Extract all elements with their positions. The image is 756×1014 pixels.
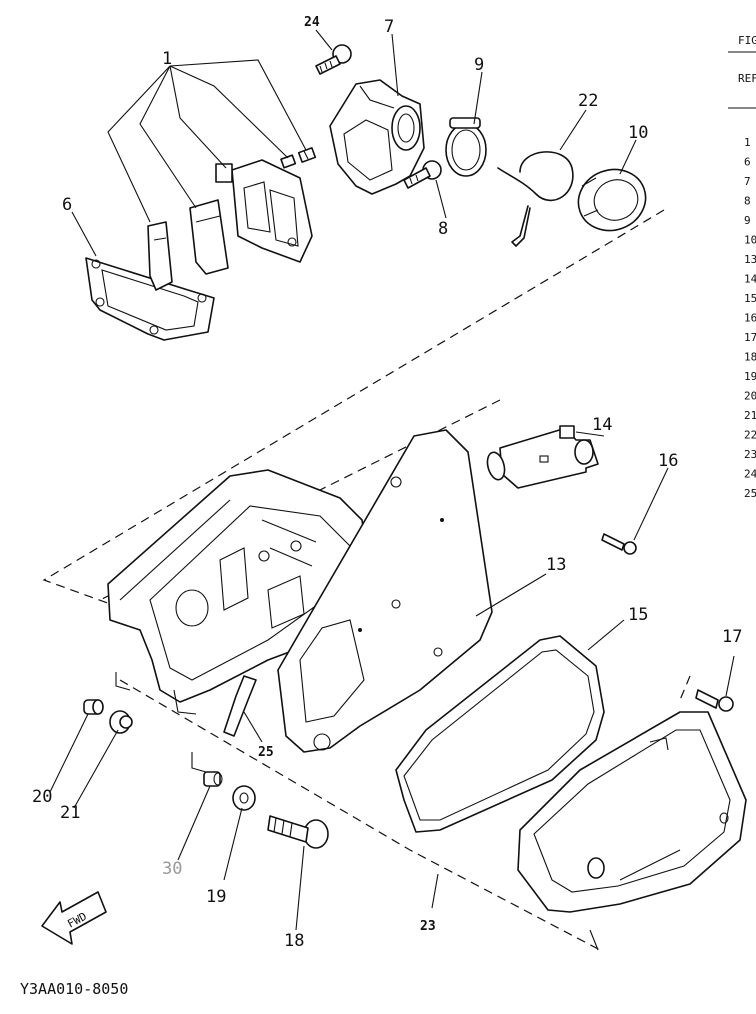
reed-petal-left [147, 221, 173, 291]
callout-19: 19 [206, 887, 226, 907]
table-row: 14 [744, 273, 756, 286]
intake-manifold-7 [329, 79, 425, 195]
table-row: 19 [744, 370, 756, 383]
table-row: 24 [744, 468, 756, 481]
drawing-code: Y3AA010-8050 [20, 980, 128, 998]
forward-direction-arrow: FWD [41, 891, 107, 945]
parts-reference-table: FIG REF 16789101314151617181920212223242… [728, 34, 756, 500]
collar-30 [203, 771, 223, 787]
callout-17: 17 [722, 627, 742, 647]
drain-hose-25 [223, 675, 257, 737]
collar-20 [83, 699, 104, 715]
table-row: 9 [744, 214, 751, 227]
case-gasket-15 [395, 635, 605, 833]
callout-10: 10 [628, 123, 648, 143]
intake-pipe-14 [486, 425, 599, 489]
callout-20: 20 [32, 787, 52, 807]
callout-16: 16 [658, 451, 678, 471]
gasket-6 [85, 257, 215, 341]
filter-element-13 [277, 429, 493, 753]
hose-clamp-9 [445, 117, 487, 177]
table-row: 6 [744, 156, 751, 169]
table-row: 16 [744, 312, 756, 325]
callout-1: 1 [162, 49, 172, 69]
callout-22: 22 [578, 91, 598, 111]
callout-6: 6 [62, 195, 72, 215]
callout-18: 18 [284, 931, 304, 951]
callout-14: 14 [592, 415, 612, 435]
table-header-ref: REF [738, 72, 756, 85]
callouts: 1 6 7 24 9 22 10 8 14 16 13 15 17 25 20 … [32, 15, 742, 951]
reed-petal-right [189, 199, 229, 275]
table-row: 10 [744, 234, 756, 247]
washer-19 [232, 785, 256, 811]
callout-15: 15 [628, 605, 648, 625]
callout-30: 30 [162, 859, 182, 879]
callout-9: 9 [474, 55, 484, 75]
bolt-8 [403, 160, 442, 189]
table-row: 7 [744, 175, 751, 188]
table-header-fig: FIG [738, 34, 756, 47]
table-row: 13 [744, 253, 756, 266]
table-row: 8 [744, 195, 751, 208]
air-filter-case-cover [517, 711, 747, 913]
table-row: 15 [744, 292, 756, 305]
intake-joint-10 [577, 168, 647, 232]
bolt-24 [315, 44, 352, 75]
table-row: 17 [744, 331, 756, 344]
callout-25: 25 [258, 745, 274, 760]
reed-screw-small [280, 147, 317, 169]
callout-13: 13 [546, 555, 566, 575]
table-row: 25 [744, 487, 756, 500]
table-row: 18 [744, 351, 756, 364]
bolt-18 [267, 815, 329, 849]
callout-24: 24 [304, 15, 320, 30]
leader-lines [49, 29, 735, 931]
screw-17 [695, 689, 734, 712]
callout-8: 8 [438, 219, 448, 239]
screw-16 [601, 533, 637, 555]
table-row: 22 [744, 429, 756, 442]
callout-23: 23 [420, 919, 436, 934]
callout-7: 7 [384, 17, 394, 37]
table-row: 23 [744, 448, 756, 461]
table-row: 1 [744, 136, 751, 149]
grommet-21 [109, 710, 133, 734]
spring-clip-22 [497, 151, 574, 247]
table-row: 20 [744, 390, 756, 403]
callout-21: 21 [60, 803, 80, 823]
reed-valve-assembly-1 [215, 159, 313, 263]
table-row: 21 [744, 409, 756, 422]
